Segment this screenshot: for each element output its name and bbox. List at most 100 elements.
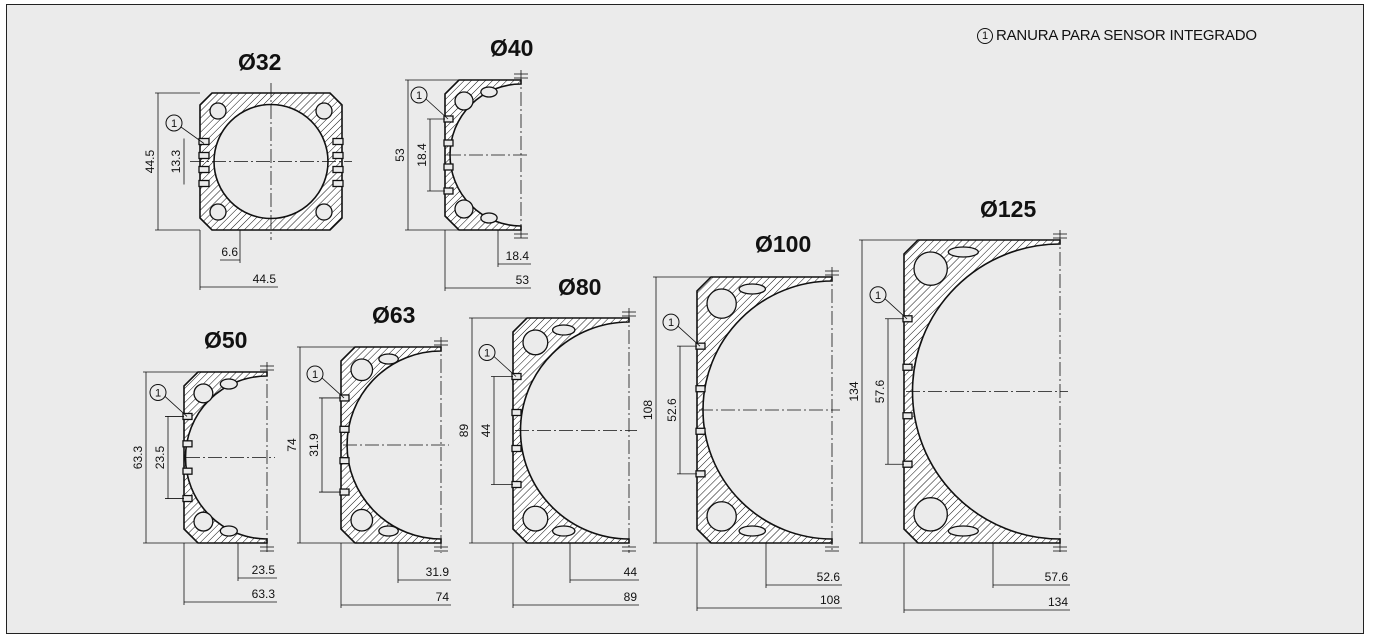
sensor-slot xyxy=(339,457,350,465)
slot-label: 44 xyxy=(479,424,493,438)
legend-text: RANURA PARA SENSOR INTEGRADO xyxy=(996,27,1257,44)
tie-rod-hole-top xyxy=(193,383,214,404)
sensor-slot xyxy=(695,470,706,478)
sensor-slot xyxy=(511,444,522,453)
sensor-slot xyxy=(511,408,522,417)
width-label: 134 xyxy=(1048,595,1068,609)
corner-hole xyxy=(209,203,227,221)
profile-title: Ø50 xyxy=(204,327,247,353)
slot-label: 52.6 xyxy=(665,398,679,422)
callout-number: 1 xyxy=(171,118,177,130)
tie-rod-hole-bottom xyxy=(350,508,374,532)
profile-d125: Ø125 134 57.6 134 57.6 1 xyxy=(847,196,1070,613)
pocket xyxy=(738,283,767,295)
tie-rod-hole-top xyxy=(454,91,474,111)
slot-label: 13.3 xyxy=(169,149,183,173)
sensor-slot xyxy=(443,163,454,171)
pocket xyxy=(551,525,576,537)
width-label: 89 xyxy=(624,590,638,604)
profile-title: Ø63 xyxy=(372,302,415,328)
sensor-slot xyxy=(182,467,193,475)
sensor-slot xyxy=(902,460,913,468)
sensor-slot xyxy=(198,165,210,174)
sensor-slot xyxy=(695,427,706,435)
offset-label: 18.4 xyxy=(506,249,530,263)
profile-d50: Ø50 63.3 23.5 63.3 23.5 1 xyxy=(131,327,277,605)
profile-d100: Ø100 108 52.6 108 52.6 1 xyxy=(641,231,842,611)
profile-title: Ø100 xyxy=(755,231,811,257)
callout-number: 1 xyxy=(312,369,318,381)
sensor-slot xyxy=(332,151,344,160)
tie-rod-hole-bottom xyxy=(706,501,737,532)
slot-label: 23.5 xyxy=(153,445,167,469)
pocket xyxy=(947,525,979,537)
sensor-slot xyxy=(198,151,210,160)
slot-label: 18.4 xyxy=(415,143,429,167)
callout-number: 1 xyxy=(668,317,674,329)
height-label: 44.5 xyxy=(143,149,157,173)
pocket xyxy=(480,212,498,224)
sensor-slot xyxy=(198,137,210,146)
callout-number: 1 xyxy=(416,90,422,102)
profile-title: Ø32 xyxy=(238,49,281,75)
width-label: 63.3 xyxy=(252,587,276,601)
sensor-slot xyxy=(198,179,210,188)
callout-leader xyxy=(425,98,449,120)
tie-rod-hole-bottom xyxy=(454,199,474,219)
pocket xyxy=(378,525,399,537)
height-label: 63.3 xyxy=(131,445,145,469)
callout-circle xyxy=(410,86,428,104)
offset-label: 31.9 xyxy=(426,565,450,579)
callout-leader xyxy=(321,377,345,399)
callout-circle xyxy=(306,365,324,383)
callout-number: 1 xyxy=(484,348,490,360)
slot-label: 57.6 xyxy=(873,379,887,403)
sensor-slot xyxy=(182,494,193,503)
sensor-slot xyxy=(339,425,350,433)
callout-number: 1 xyxy=(155,387,161,399)
callout-circle xyxy=(869,286,887,304)
tie-rod-hole-top xyxy=(706,288,737,319)
offset-label: 6.6 xyxy=(221,245,238,259)
profile-title: Ø125 xyxy=(980,196,1036,222)
width-label: 108 xyxy=(820,593,840,607)
sensor-slot xyxy=(443,187,454,195)
sensor-slot xyxy=(332,137,344,146)
width-label: 53 xyxy=(516,273,530,287)
offset-label: 52.6 xyxy=(817,570,841,584)
callout-circle xyxy=(149,383,167,401)
height-label: 134 xyxy=(847,381,861,401)
callout-circle xyxy=(478,344,496,361)
legend: 1 RANURA PARA SENSOR INTEGRADO xyxy=(977,27,1257,44)
sensor-slot xyxy=(339,488,350,496)
sensor-slot xyxy=(443,139,454,147)
pocket xyxy=(480,86,498,98)
corner-hole xyxy=(315,102,333,120)
offset-label: 44 xyxy=(624,565,638,579)
sensor-slot xyxy=(902,363,913,371)
pocket xyxy=(947,246,979,258)
pocket xyxy=(738,525,767,537)
offset-label: 23.5 xyxy=(252,563,276,577)
offset-label: 57.6 xyxy=(1045,570,1069,584)
sensor-slot xyxy=(511,480,522,489)
corner-hole xyxy=(209,102,227,120)
tie-rod-hole-bottom xyxy=(522,505,549,532)
sensor-slot xyxy=(695,385,706,393)
height-label: 53 xyxy=(393,148,407,162)
legend-number-circle: 1 xyxy=(977,27,993,44)
tie-rod-hole-top xyxy=(522,329,549,356)
callout-circle xyxy=(662,313,680,331)
callout-number: 1 xyxy=(875,290,881,302)
callout-leader xyxy=(493,356,517,377)
height-label: 108 xyxy=(641,400,655,420)
sensor-slot xyxy=(332,179,344,188)
profile-title: Ø80 xyxy=(558,274,601,300)
sensor-slot xyxy=(332,165,344,174)
slot-label: 31.9 xyxy=(307,433,321,457)
height-label: 74 xyxy=(285,438,299,452)
